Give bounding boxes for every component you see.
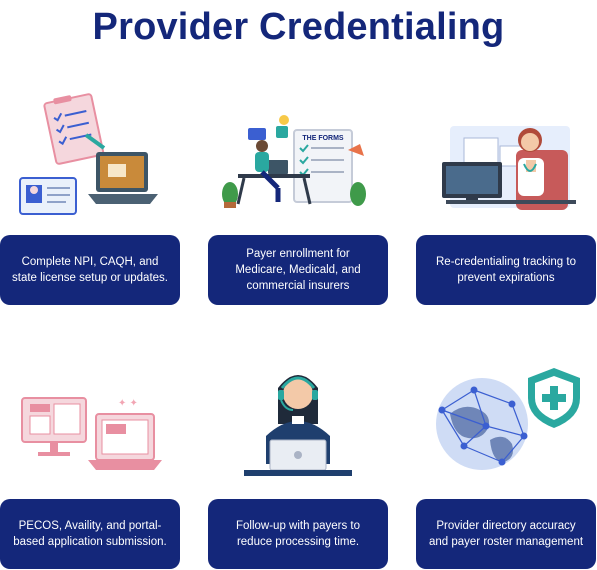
forms-sign-text: THE FORMS (302, 135, 344, 142)
portal-laptop-icon: ✦ ✦ (0, 354, 180, 474)
page-title: Provider Credentialing (92, 6, 505, 48)
card-text: Complete NPI, CAQH, and state license se… (0, 235, 180, 305)
license-setup-icon (0, 90, 180, 215)
svg-text:✦ ✦: ✦ ✦ (118, 398, 138, 409)
card-text: Follow-up with payers to reduce processi… (208, 499, 388, 569)
doctor-computer-icon (416, 90, 596, 210)
card-text: Provider directory accuracy and payer ro… (416, 499, 596, 569)
forms-desk-icon: THE FORMS (208, 90, 388, 210)
card-text: PECOS, Availity, and portal-based applic… (0, 499, 180, 569)
card-text: Payer enrollment for Medicare, Medicald,… (208, 235, 388, 305)
globe-shield-icon (416, 354, 596, 474)
card-text: Re-credentialing tracking to prevent exp… (416, 235, 596, 305)
support-agent-icon (208, 354, 388, 476)
